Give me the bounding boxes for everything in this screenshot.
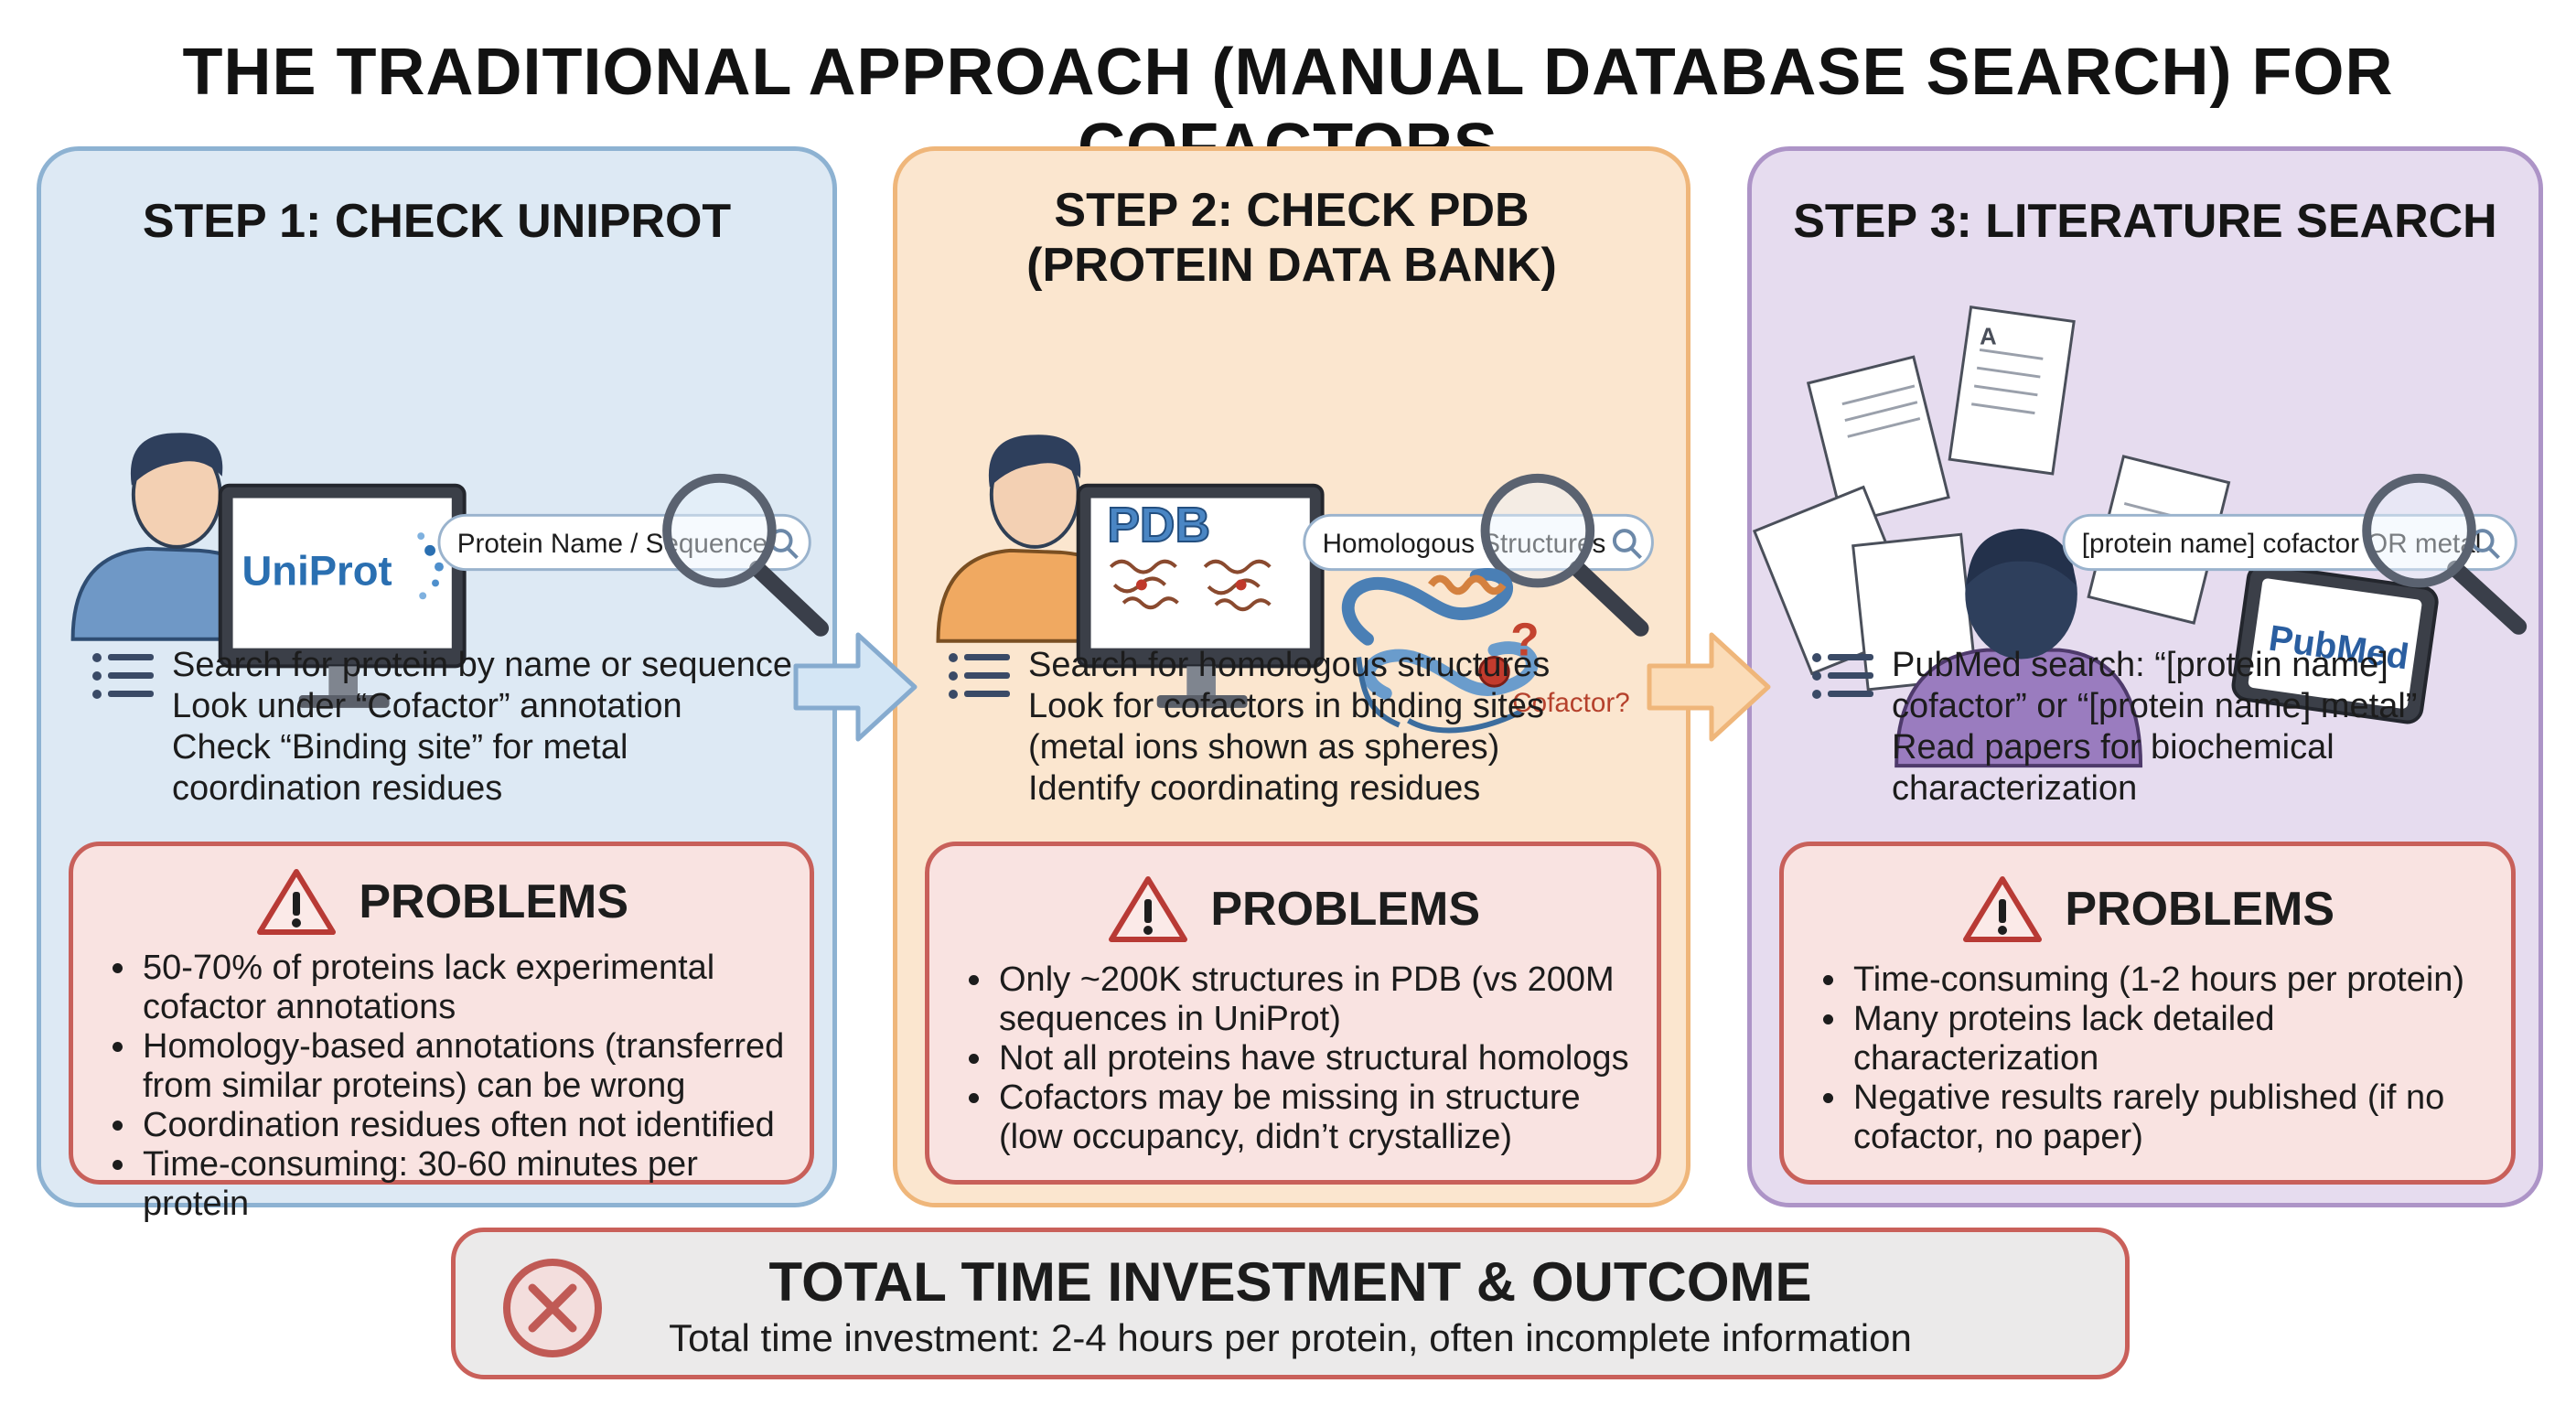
magnifying-glass-icon (662, 473, 830, 637)
step2-problems-box: PROBLEMS Only ~200K structures in PDB (v… (925, 842, 1661, 1185)
magnifying-glass-icon (1480, 473, 1649, 637)
search-text: [protein name] cofactor OR metal (2082, 529, 2482, 559)
search-bar: [protein name] cofactor OR metal (2062, 513, 2517, 572)
list-item: coordination residues (172, 769, 503, 808)
list-item: Coordination residues often not identifi… (139, 1106, 798, 1145)
uniprot-logo-text: UniProt (242, 547, 392, 594)
list-item: Not all proteins have structural homolog… (995, 1039, 1640, 1078)
problems-title: PROBLEMS (359, 875, 629, 928)
step3-title: STEP 3: LITERATURE SEARCH (1793, 195, 2497, 248)
total-description: Total time investment: 2-4 hours per pro… (669, 1316, 1912, 1359)
cofactor-label: Cofactor? (1512, 688, 1630, 718)
problems-title: PROBLEMS (2065, 883, 2335, 936)
list-item: Only ~200K structures in PDB (vs 200M se… (995, 960, 1640, 1039)
list-item: Negative results rarely published (if no… (1850, 1078, 2490, 1157)
total-outcome-box: TOTAL TIME INVESTMENT & OUTCOME Total ti… (451, 1228, 2130, 1379)
list-icon (91, 650, 156, 702)
person-icon (1894, 529, 2143, 768)
list-icon (1811, 650, 1875, 702)
arrow-right-icon (793, 632, 918, 742)
search-bar: Protein Name / Sequence (437, 513, 811, 572)
list-item: Check “Binding site” for metal (172, 728, 628, 767)
step3-panel: STEP 3: LITERATURE SEARCH (1747, 146, 2543, 1207)
search-bar: Homologous Structures (1303, 513, 1654, 572)
arrow-right-icon (1647, 632, 1771, 742)
tablet-icon: PubMed (2231, 563, 2439, 724)
step1-illustration: UniProt Protein Name / Sequence (41, 311, 832, 768)
step1-panel: STEP 1: CHECK UNIPROT UniProt (37, 146, 837, 1223)
list-item: cofactor” or “[protein name] metal” (1892, 687, 2418, 725)
list-item: Read papers for biochemical (1892, 728, 2334, 767)
list-item: Look for cofactors in binding sites (1028, 687, 1544, 725)
warning-icon (1960, 874, 2045, 945)
list-item: Homology-based annotations (transferred … (139, 1027, 798, 1106)
list-item: Search for homologous structures (1028, 646, 1551, 684)
x-circle-icon (503, 1259, 602, 1357)
list-item: characterization (1892, 769, 2138, 808)
step3-illustration: A PubMed [protein name] cofactor OR meta… (1752, 306, 2538, 768)
pdb-logo-text: PDB (1107, 499, 1210, 552)
step2-title-line2: (PROTEIN DATA BANK) (1026, 239, 1557, 292)
list-item: (metal ions shown as spheres) (1028, 728, 1500, 767)
warning-icon (1106, 874, 1190, 945)
question-mark-icon: ? (1510, 613, 1539, 666)
step1-problems-box: PROBLEMS 50-70% of proteins lack experim… (69, 842, 814, 1223)
search-text: Protein Name / Sequence (457, 529, 767, 559)
warning-icon (254, 866, 338, 938)
problems-title: PROBLEMS (1210, 883, 1481, 936)
list-item: 50-70% of proteins lack experimental cof… (139, 949, 798, 1027)
list-item: Cofactors may be missing in structure (l… (995, 1078, 1640, 1157)
list-item: Time-consuming (1-2 hours per protein) (1850, 960, 2490, 1000)
list-item: PubMed search: “[protein name] (1892, 646, 2388, 684)
monitor-icon: PDB (1076, 483, 1325, 708)
step3-problems-box: PROBLEMS Time-consuming (1-2 hours per p… (1779, 842, 2516, 1185)
list-item: Look under “Cofactor” annotation (172, 687, 682, 725)
monitor-icon: UniProt (218, 483, 467, 708)
list-item: Identify coordinating residues (1028, 769, 1481, 808)
list-item: Search for protein by name or sequence (172, 646, 793, 684)
step2-illustration: PDB Homologous Structures (897, 311, 1686, 768)
total-title: TOTAL TIME INVESTMENT & OUTCOME (768, 1251, 1812, 1313)
search-text: Homologous Structures (1323, 529, 1606, 559)
list-item: Time-consuming: 30-60 minutes per protei… (139, 1145, 798, 1224)
protein-structure-icon: ? Cofactor? (1342, 568, 1630, 734)
list-icon (948, 650, 1012, 702)
paper-letter-icon: A (1980, 324, 1997, 349)
list-item: Many proteins lack detailed characteriza… (1850, 1000, 2490, 1078)
step1-title: STEP 1: CHECK UNIPROT (142, 195, 732, 248)
magnifying-glass-icon (2362, 473, 2528, 635)
step2-title-line1: STEP 2: CHECK PDB (1054, 184, 1530, 237)
step2-panel: STEP 2: CHECK PDB (PROTEIN DATA BANK) PD… (893, 146, 1690, 1207)
